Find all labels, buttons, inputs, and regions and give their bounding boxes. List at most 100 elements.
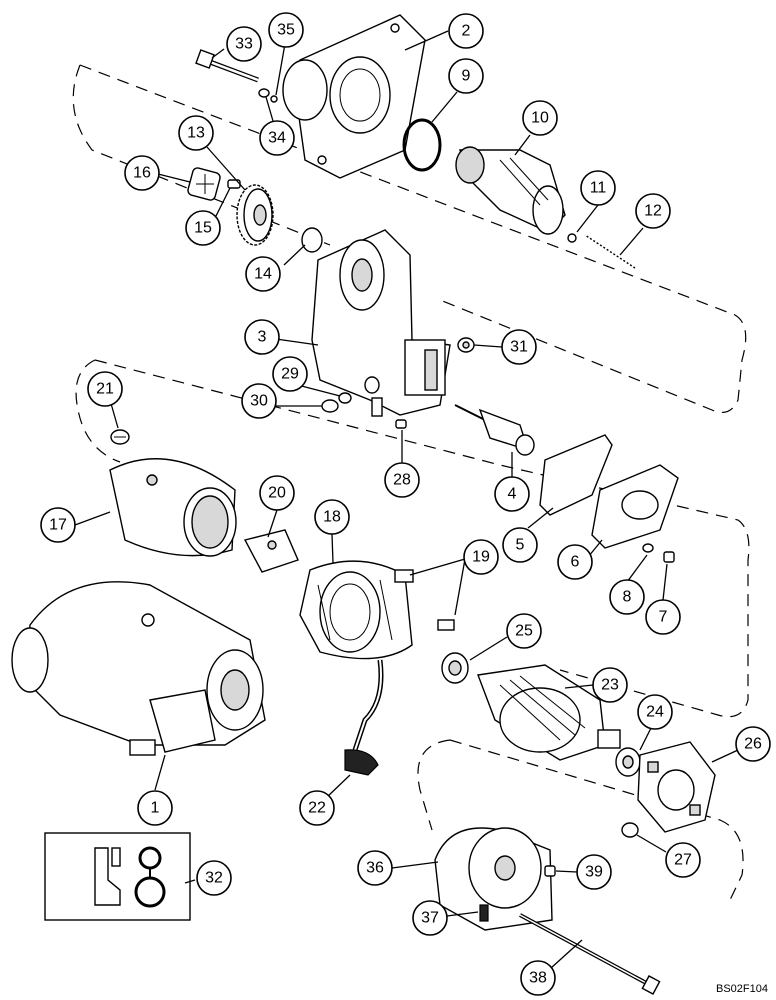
washer-35 — [270, 95, 278, 103]
svg-text:4: 4 — [508, 486, 517, 503]
callout-11: 11 — [580, 170, 616, 206]
washer-34 — [258, 88, 270, 98]
svg-text:36: 36 — [366, 860, 384, 877]
svg-text:13: 13 — [187, 125, 205, 142]
svg-text:38: 38 — [529, 970, 547, 987]
callout-35: 35 — [268, 12, 304, 48]
callout-18: 18 — [314, 499, 350, 535]
part-27 — [621, 822, 639, 838]
washer-14 — [301, 227, 323, 253]
svg-text:23: 23 — [601, 677, 619, 694]
kit-inset-32 — [44, 832, 191, 921]
callout-15: 15 — [185, 210, 221, 246]
o-ring-9 — [402, 118, 442, 172]
callout-16: 16 — [124, 155, 160, 191]
svg-text:3: 3 — [258, 329, 267, 346]
bearing-24 — [615, 747, 641, 777]
svg-text:24: 24 — [646, 704, 664, 721]
svg-text:11: 11 — [590, 180, 607, 197]
end-frame-36 — [434, 827, 553, 931]
svg-text:26: 26 — [744, 736, 762, 753]
svg-text:9: 9 — [462, 68, 471, 85]
callout-23: 23 — [592, 667, 628, 703]
washer-8 — [642, 543, 654, 553]
spring-12 — [584, 234, 636, 269]
retainer-16 — [187, 167, 221, 201]
callout-19: 19 — [463, 539, 499, 575]
callout-27: 27 — [665, 842, 701, 878]
washer-29 — [338, 392, 352, 404]
starter-assembly-1 — [11, 581, 266, 756]
svg-text:25: 25 — [515, 623, 533, 640]
screw-21 — [110, 429, 130, 445]
svg-text:18: 18 — [323, 509, 341, 526]
callout-3: 3 — [244, 319, 280, 355]
screw-28 — [395, 419, 407, 429]
callout-32: 32 — [196, 860, 232, 896]
callout-25: 25 — [506, 613, 542, 649]
callout-6: 6 — [557, 544, 593, 580]
callout-9: 9 — [448, 58, 484, 94]
yoke-17 — [109, 458, 237, 557]
pinion-clutch-10 — [455, 146, 566, 235]
cover-6 — [591, 464, 679, 549]
svg-text:34: 34 — [268, 130, 286, 147]
svg-text:20: 20 — [268, 485, 286, 502]
drive-end-housing — [282, 14, 426, 179]
svg-text:30: 30 — [250, 393, 268, 410]
svg-text:6: 6 — [571, 554, 580, 571]
callout-37: 37 — [412, 900, 448, 936]
lead-22 — [344, 659, 384, 776]
callout-28: 28 — [384, 462, 420, 498]
block-20 — [243, 529, 299, 573]
callout-38: 38 — [520, 960, 556, 996]
gear-13 — [236, 184, 274, 246]
callout-29: 29 — [272, 356, 308, 392]
callout-12: 12 — [635, 193, 671, 229]
nut-30 — [321, 399, 339, 413]
svg-text:5: 5 — [516, 537, 525, 554]
screw-39 — [544, 865, 556, 877]
svg-text:12: 12 — [644, 203, 662, 220]
center-housing-3 — [311, 229, 451, 416]
svg-text:29: 29 — [281, 366, 299, 383]
terminal-stud — [364, 376, 383, 417]
svg-text:39: 39 — [585, 864, 603, 881]
svg-text:21: 21 — [96, 381, 114, 398]
svg-text:15: 15 — [194, 220, 212, 237]
svg-text:10: 10 — [531, 110, 549, 127]
callout-33: 33 — [226, 26, 262, 62]
svg-text:37: 37 — [421, 910, 439, 927]
svg-text:14: 14 — [254, 266, 272, 283]
brush-holder-26 — [637, 741, 716, 833]
gasket-5 — [539, 434, 613, 516]
callout-5: 5 — [502, 527, 538, 563]
svg-text:1: 1 — [151, 800, 160, 817]
svg-text:35: 35 — [277, 22, 295, 39]
callout-17: 17 — [40, 507, 76, 543]
svg-text:22: 22 — [308, 800, 326, 817]
svg-text:28: 28 — [393, 472, 411, 489]
callout-30: 30 — [241, 383, 277, 419]
callout-20: 20 — [259, 475, 295, 511]
callout-26: 26 — [735, 726, 771, 762]
callout-34: 34 — [259, 120, 295, 156]
svg-text:33: 33 — [235, 36, 253, 53]
ball-11 — [567, 233, 577, 243]
callout-39: 39 — [576, 854, 612, 890]
callout-14: 14 — [245, 256, 281, 292]
through-bolt-38 — [519, 913, 661, 995]
svg-text:19: 19 — [472, 549, 490, 566]
callout-10: 10 — [522, 100, 558, 136]
callouts: 1 2 3 4 5 6 7 8 9 10 11 12 13 14 15 16 1… — [40, 12, 771, 996]
svg-text:16: 16 — [133, 165, 151, 182]
callout-36: 36 — [357, 850, 393, 886]
callout-24: 24 — [637, 694, 673, 730]
callout-7: 7 — [645, 599, 681, 635]
svg-text:8: 8 — [623, 589, 632, 606]
svg-text:17: 17 — [49, 517, 67, 534]
svg-text:27: 27 — [674, 852, 692, 869]
callout-13: 13 — [178, 115, 214, 151]
svg-text:7: 7 — [659, 609, 668, 626]
